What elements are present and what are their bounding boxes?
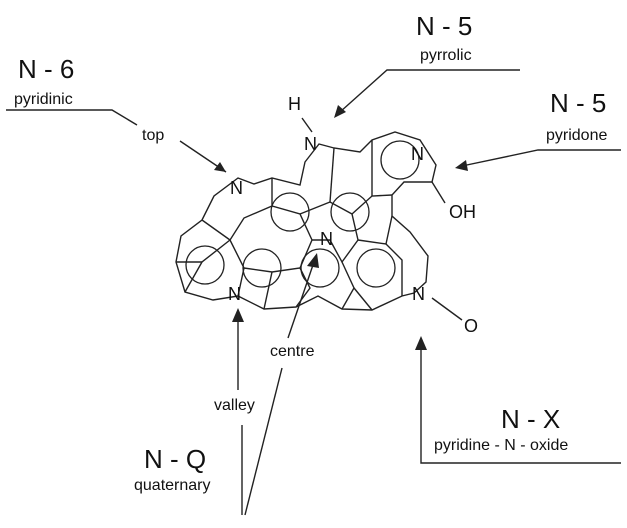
pyridone-n-atom: N — [411, 144, 424, 164]
n5-pyridone-subtitle: pyridone — [546, 127, 607, 144]
callout-n5-pyridone: N - 5 pyridone — [455, 88, 621, 171]
pyrrolic-n-atom: N — [304, 134, 317, 154]
callout-n5-pyrrolic: N - 5 pyrrolic — [334, 11, 520, 118]
arrowhead-centre — [307, 253, 319, 268]
atom-labels: N H N OH N N N N O — [228, 94, 478, 336]
callout-n6: N - 6 pyridinic top — [6, 54, 227, 173]
n5-pyrrolic-subtitle: pyrrolic — [420, 47, 472, 64]
arrowhead-top — [214, 162, 226, 172]
hydroxyl-group: OH — [449, 202, 476, 222]
nq-title: N - Q — [144, 444, 206, 474]
oxide-oxygen-atom: O — [464, 316, 478, 336]
callout-nx: N - X pyridine - N - oxide — [415, 336, 621, 464]
arrowhead-valley — [232, 308, 244, 322]
n6-subtitle: pyridinic — [14, 91, 73, 108]
position-centre-label: centre — [270, 343, 315, 360]
quaternary-valley-n-atom: N — [228, 284, 241, 304]
n-oxide-n-atom: N — [412, 284, 425, 304]
position-top-label: top — [142, 127, 164, 144]
nx-subtitle: pyridine - N - oxide — [434, 437, 568, 454]
position-valley-label: valley — [214, 397, 255, 414]
arrowhead-pyridone — [455, 160, 468, 171]
quaternary-centre-n-atom: N — [320, 229, 333, 249]
molecule-skeleton — [175, 117, 463, 321]
n5-pyrrolic-title: N - 5 — [416, 11, 472, 41]
arrowhead-n-oxide — [415, 336, 427, 350]
n5-pyridone-title: N - 5 — [550, 88, 606, 118]
arrowhead-pyrrolic — [334, 105, 346, 118]
nq-subtitle: quaternary — [134, 477, 211, 494]
nx-title: N - X — [501, 404, 560, 434]
pyridinic-n-atom: N — [230, 178, 243, 198]
hydrogen-atom: H — [288, 94, 301, 114]
callout-nq: N - Q quaternary valley centre — [134, 253, 319, 516]
n6-title: N - 6 — [18, 54, 74, 84]
